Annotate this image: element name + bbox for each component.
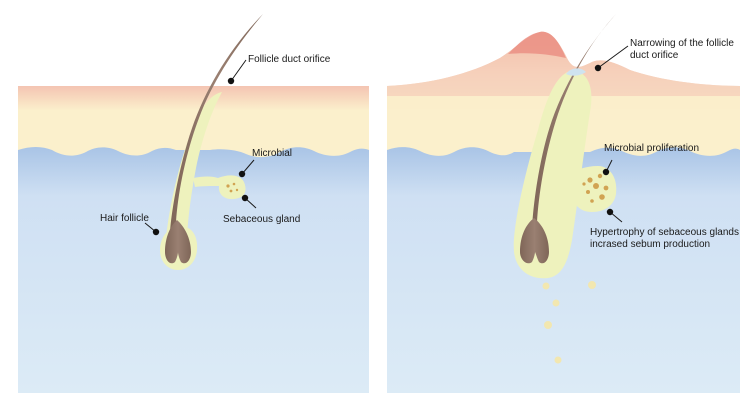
hair-bulb-right [520,218,549,264]
microbes [226,182,239,193]
sebum-droplets [542,281,596,364]
epidermis-peach-band [387,31,740,97]
label-follicle-duct-orifice: Follicle duct orifice [227,54,331,85]
dermis-layer [18,147,369,393]
label-sebaceous-gland: Sebaceous gland [223,194,300,225]
narrowing-marker [566,68,586,76]
panel-normal-skin: Follicle duct orifice Microbial Sebaceou… [18,14,369,393]
panel-acne-skin: Narrowing of the follicle duct orifice M… [387,14,740,393]
label-hypertrophy: Hypertrophy of sebaceous glands incrased… [590,208,739,250]
hair-follicle-text: Hair follicle [100,213,149,224]
label-narrowing: Narrowing of the follicle duct orifice [594,38,734,72]
sebaceous-gland-text: Sebaceous gland [223,214,300,225]
narrowing-text-line2: duct orifice [630,50,679,61]
duct-orifice-text: Follicle duct orifice [248,54,331,65]
sebaceous-gland [193,175,246,200]
microbial-proliferation-text: Microbial proliferation [604,143,699,154]
hypertrophy-text-line1: Hypertrophy of sebaceous glands [590,227,739,238]
microbes-proliferation [582,173,609,203]
label-microbial: Microbial [238,148,292,178]
label-hair-follicle: Hair follicle [100,213,160,236]
inflamed-bump [508,31,566,58]
label-microbial-proliferation: Microbial proliferation [602,143,699,176]
hypertrophy-text-line2: incrased sebum production [590,239,710,250]
narrowing-text-line1: Narrowing of the follicle [630,38,734,49]
dermis-layer-right [387,147,740,393]
hair-bulb [165,220,191,264]
microbial-text: Microbial [252,148,292,159]
